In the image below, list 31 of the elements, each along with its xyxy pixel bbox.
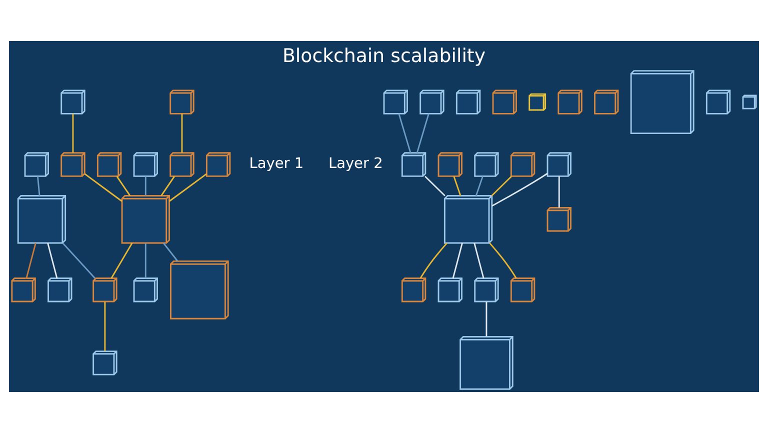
connector [62, 242, 96, 278]
connector [104, 301, 106, 351]
connector [474, 242, 484, 278]
connector [168, 172, 208, 202]
connector [26, 242, 36, 278]
label: Layer 1 [249, 156, 304, 172]
connector [416, 112, 430, 152]
connector [398, 112, 412, 152]
connector [162, 242, 178, 261]
connector [424, 175, 446, 196]
connector [36, 176, 40, 196]
connector [144, 176, 146, 196]
diagram-title: Blockchain scalability [282, 44, 486, 66]
connector [110, 242, 133, 278]
label: Layer 2 [328, 156, 383, 172]
connector [84, 172, 122, 202]
connector [72, 113, 74, 152]
connector [475, 176, 484, 196]
connector [489, 242, 517, 278]
connector [181, 113, 183, 152]
connector [420, 242, 448, 278]
connector [47, 242, 58, 278]
connector [144, 242, 146, 278]
connector [453, 176, 462, 196]
connector [491, 175, 512, 196]
connector [486, 301, 488, 336]
connector [452, 242, 463, 278]
connector [116, 175, 131, 196]
connector [492, 172, 548, 206]
connector [160, 175, 176, 196]
connector [558, 176, 560, 208]
